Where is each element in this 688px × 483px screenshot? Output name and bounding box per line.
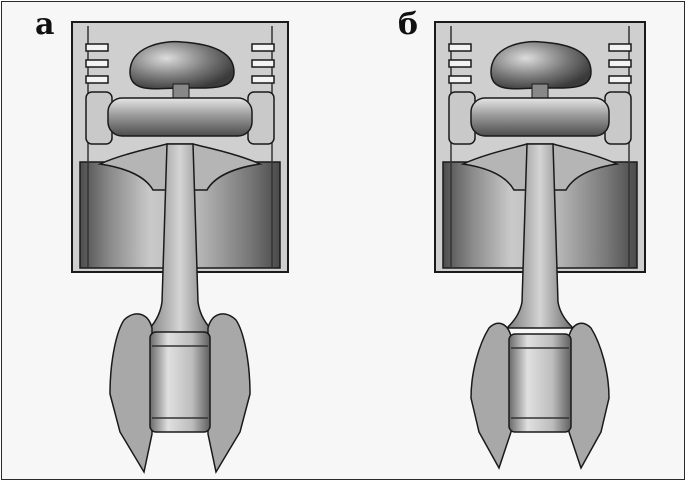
panel-label-a: а (35, 7, 55, 42)
piston-crown (129, 40, 235, 90)
rod-cap-right (568, 322, 610, 470)
panel-label-b: б (398, 7, 419, 42)
piston-crown (490, 40, 592, 90)
rod-cap-left (470, 322, 512, 470)
ring-grooves (448, 43, 632, 84)
rod-cap-right (207, 313, 251, 475)
crank-bearing (508, 333, 572, 433)
piston-assembly-b (434, 21, 646, 470)
rod-cap-left (109, 313, 153, 475)
ring-grooves (85, 43, 275, 84)
wrist-pin (107, 97, 253, 137)
wrist-pin (470, 97, 610, 137)
piston-assembly-a (71, 21, 289, 475)
crank-bearing (149, 331, 211, 433)
